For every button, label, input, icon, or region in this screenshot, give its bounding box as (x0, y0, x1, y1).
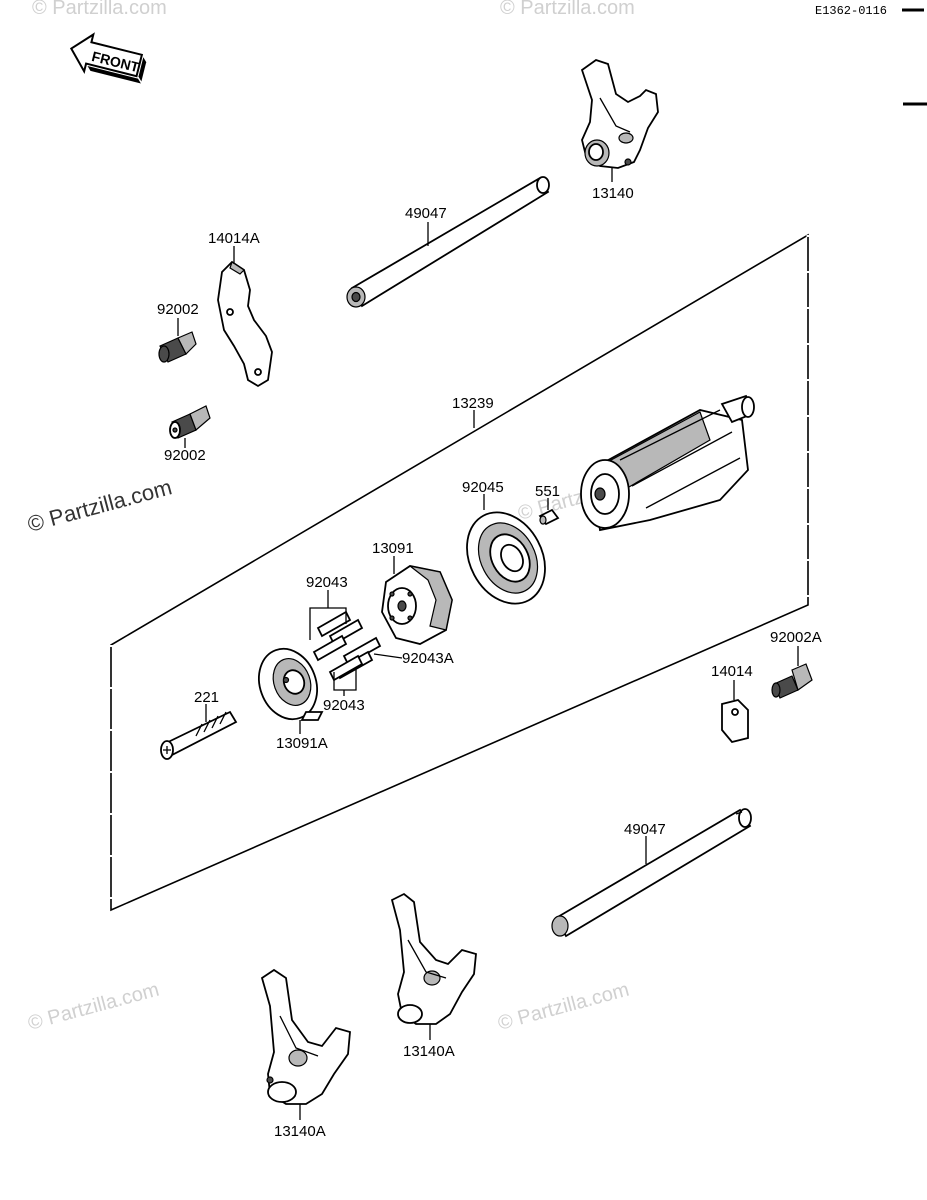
label-49047-top: 49047 (405, 205, 447, 222)
label-13140-top: 13140 (592, 185, 634, 202)
leader-92043A (373, 653, 403, 659)
shift-fork-13140-top (580, 59, 659, 169)
shift-drum-13239 (580, 394, 755, 532)
plate-14014A (217, 260, 273, 388)
pins-92043-a (312, 610, 364, 662)
label-13091: 13091 (372, 540, 414, 557)
bolt-92002-a (158, 331, 197, 363)
bracket-92043-b (333, 668, 357, 691)
shift-rod-49047-bottom (551, 808, 752, 938)
label-551: 551 (535, 483, 560, 500)
shift-rod-49047-top (346, 176, 550, 308)
label-92002-b: 92002 (164, 447, 206, 464)
label-13140A-b: 13140A (274, 1123, 326, 1140)
screw-221 (160, 710, 238, 760)
pin-holder-13091 (381, 565, 453, 645)
label-92043-b: 92043 (323, 697, 365, 714)
label-221: 221 (194, 689, 219, 706)
watermark-bottom-left: © Partzilla.com (26, 979, 162, 1035)
label-92045: 92045 (462, 479, 504, 496)
plate-13091A (258, 647, 324, 721)
watermark-top-left: © Partzilla.com (32, 0, 167, 19)
bearing-92045 (466, 511, 546, 605)
diagram-code: E1362-0116 (815, 4, 887, 18)
shift-fork-13140A-b (260, 968, 351, 1105)
label-92002-a: 92002 (157, 301, 199, 318)
bolt-92002-b (169, 405, 211, 439)
label-14014: 14014 (711, 663, 753, 680)
label-92002A: 92002A (770, 629, 822, 646)
bolt-92002A (771, 663, 813, 699)
label-13091A: 13091A (276, 735, 328, 752)
label-49047-bottom: 49047 (624, 821, 666, 838)
label-14014A: 14014A (208, 230, 260, 247)
label-13239: 13239 (452, 395, 494, 412)
watermark-left: © Partzilla.com (25, 474, 175, 537)
label-92043A: 92043A (402, 650, 454, 667)
assembly-frame (109, 233, 810, 912)
label-92043-a: 92043 (306, 574, 348, 591)
pins-92043-b (328, 654, 364, 682)
pin-551 (538, 508, 560, 526)
shift-fork-13140A-a (390, 892, 477, 1025)
label-13140A-a: 13140A (403, 1043, 455, 1060)
front-arrow-icon: FRONT (69, 32, 147, 84)
watermark-bottom-middle: © Partzilla.com (496, 979, 632, 1035)
plate-14014 (721, 699, 749, 744)
watermark-top-middle: © Partzilla.com (500, 0, 635, 19)
